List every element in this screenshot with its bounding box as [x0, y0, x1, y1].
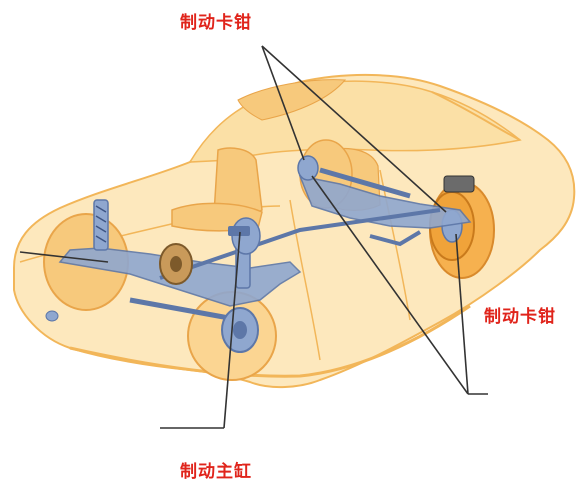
rear-caliper: [444, 176, 474, 192]
label-brake-master-cylinder: 制动主缸: [180, 457, 252, 482]
label-brake-caliper-top: 制动卡钳: [180, 8, 252, 33]
label-brake-caliper-right: 制动卡钳: [484, 302, 556, 327]
front-left-strut: [94, 200, 108, 250]
